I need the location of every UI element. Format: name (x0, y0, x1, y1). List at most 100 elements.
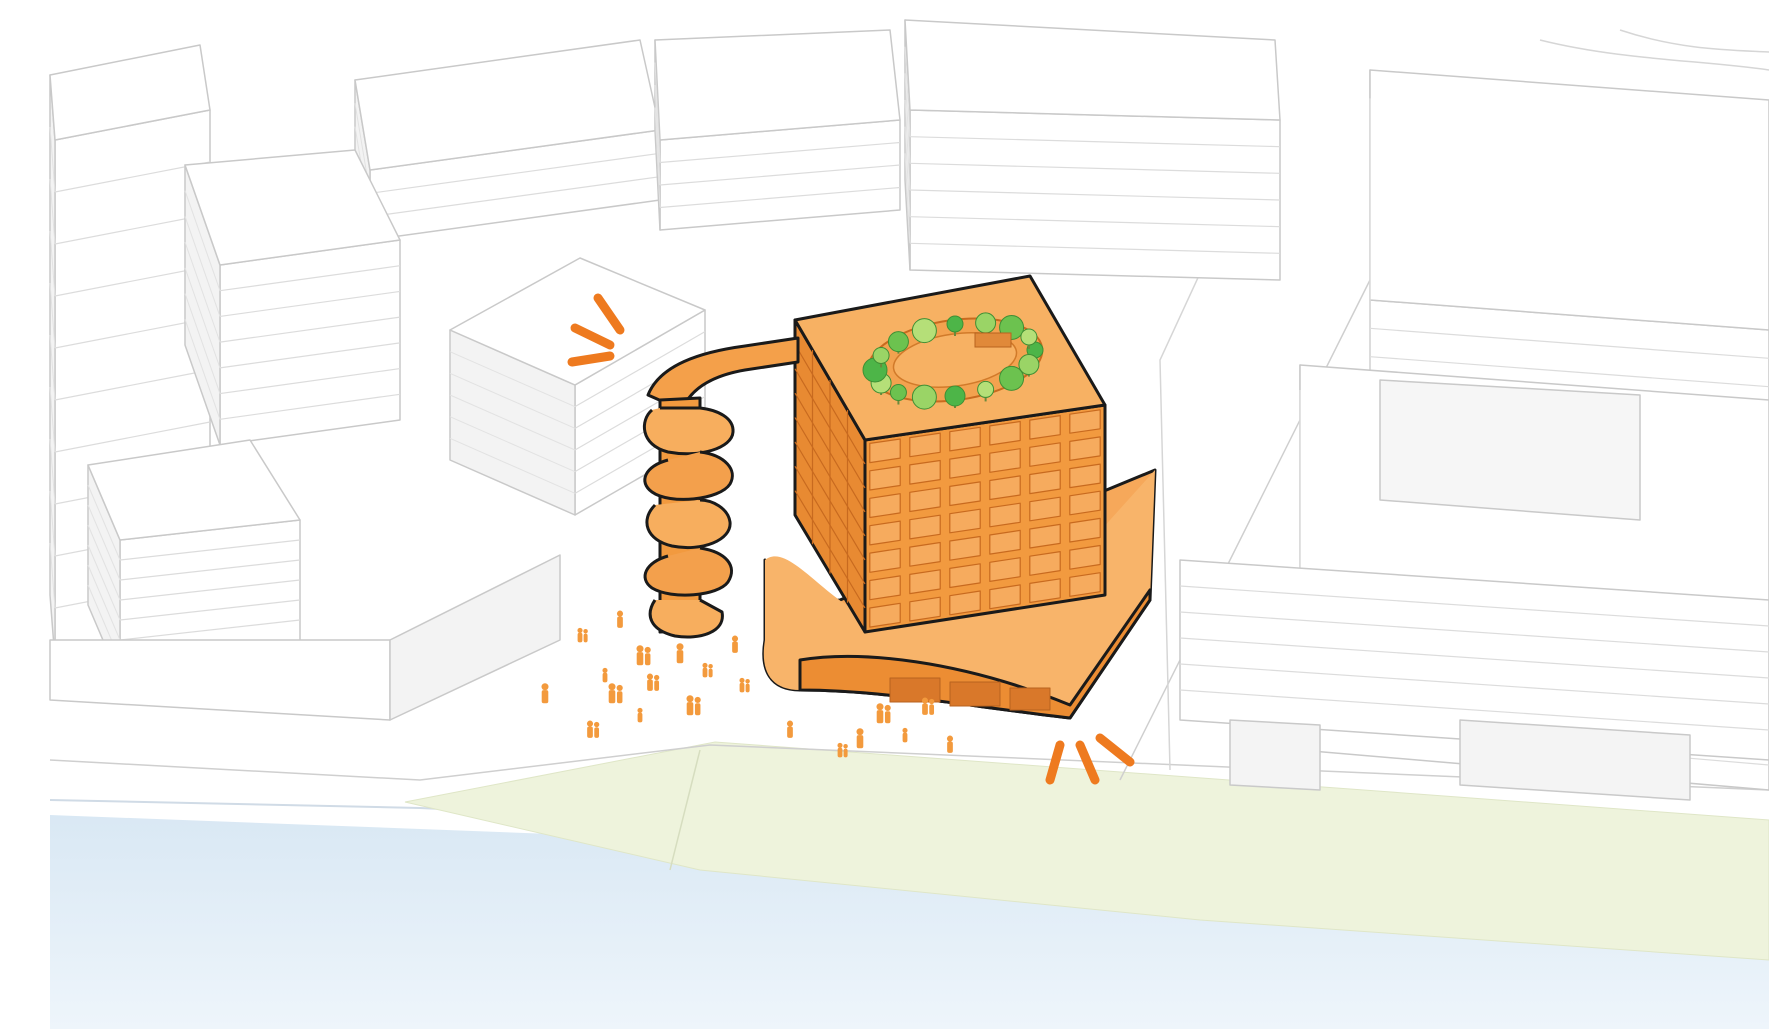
pedestrian-head (876, 703, 883, 710)
pedestrian-head (577, 628, 582, 633)
facade-window (1030, 524, 1060, 548)
pedestrian-head (837, 743, 842, 748)
attention-mark (572, 356, 610, 362)
facade-window (870, 466, 900, 490)
pedestrian-body (903, 733, 908, 743)
pedestrian-body (857, 735, 864, 748)
pedestrian-head (686, 695, 693, 702)
facade-window (1070, 518, 1100, 542)
pedestrian-head (541, 683, 548, 690)
tree-canopy (1000, 366, 1024, 390)
pedestrian-body (709, 669, 713, 678)
pedestrian-head (587, 721, 593, 727)
pedestrian-head (745, 679, 749, 683)
facade-window (870, 521, 900, 545)
facade-window (910, 543, 940, 567)
facade-window (870, 549, 900, 573)
tree (1000, 366, 1024, 390)
pedestrian-body (947, 741, 953, 752)
pedestrian-head (739, 678, 744, 683)
rooftop-pavilion (975, 333, 1011, 347)
pedestrian-head (602, 668, 607, 673)
tree-canopy (945, 386, 965, 406)
facade-window (990, 585, 1020, 609)
pedestrian-body (740, 683, 745, 693)
facade-window (950, 482, 980, 506)
pedestrian-body (844, 749, 848, 758)
facade-window (1030, 579, 1060, 603)
pedestrian-head (645, 647, 651, 653)
facade-window (910, 515, 940, 539)
pedestrian-body (885, 711, 891, 723)
pedestrian-body (677, 650, 684, 663)
pedestrian-body (732, 641, 738, 652)
pedestrian-head (929, 699, 934, 704)
pedestrian-head (922, 698, 928, 704)
pedestrian-head (617, 685, 623, 691)
pedestrian-head (902, 728, 907, 733)
tree-canopy (1021, 329, 1037, 345)
facade-window (950, 564, 980, 588)
tree-canopy (976, 313, 996, 333)
context-building-roof (1370, 70, 1769, 330)
pedestrian-body (609, 690, 616, 703)
pedestrian-body (695, 703, 701, 715)
pedestrian-head (636, 645, 643, 652)
facade-window (1070, 464, 1100, 488)
pedestrian-head (594, 722, 599, 727)
pedestrian-head (676, 643, 683, 650)
pedestrian-body (587, 726, 593, 737)
tree-canopy (890, 385, 906, 401)
pedestrian-body (584, 634, 588, 643)
facade-window (910, 461, 940, 485)
pedestrian-head (608, 683, 615, 690)
facade-window (1070, 573, 1100, 597)
pedestrian-head (583, 629, 587, 633)
pedestrian-body (594, 727, 599, 737)
facade-window (990, 503, 1020, 527)
pedestrian-head (732, 636, 738, 642)
pedestrian-body (603, 673, 608, 683)
pedestrian-body (638, 713, 643, 723)
pedestrian-head (885, 705, 891, 711)
pedestrian-head (695, 697, 701, 703)
pedestrian-body (578, 633, 583, 643)
facade-window (870, 439, 900, 463)
facade-window (950, 455, 980, 479)
facade-window (910, 597, 940, 621)
pedestrian-body (922, 703, 928, 714)
pedestrian-head (702, 663, 707, 668)
pedestrian-head (843, 744, 847, 748)
pedestrian (602, 668, 607, 683)
pedestrian-body (637, 652, 644, 665)
tree-canopy (947, 316, 963, 332)
facade-window (990, 476, 1020, 500)
pedestrian-head (617, 611, 623, 617)
tower-right-face (865, 405, 1105, 632)
spiral-base (650, 600, 722, 637)
facade-window (1030, 416, 1060, 440)
pedestrian-body (647, 679, 653, 690)
facade-window (990, 422, 1020, 446)
facade-window (990, 449, 1020, 473)
pedestrian (541, 683, 548, 703)
facade-window (870, 603, 900, 627)
context-courtyard (1380, 380, 1640, 520)
facade-window (1070, 546, 1100, 570)
pedestrian-head (856, 728, 863, 735)
facade-window (1070, 491, 1100, 515)
facade-window (1030, 497, 1060, 521)
pedestrian-body (746, 684, 750, 693)
pedestrian-body (703, 668, 708, 678)
facade-window (910, 570, 940, 594)
facade-window (950, 537, 980, 561)
tree-canopy (978, 381, 994, 397)
facade-window (1070, 410, 1100, 433)
facade-window (910, 433, 940, 457)
pedestrian-body (877, 710, 884, 723)
pedestrian-body (787, 726, 793, 737)
pedestrian-body (542, 690, 549, 703)
pedestrian-head (947, 736, 953, 742)
facade-window (950, 427, 980, 451)
facade-window (1030, 552, 1060, 576)
